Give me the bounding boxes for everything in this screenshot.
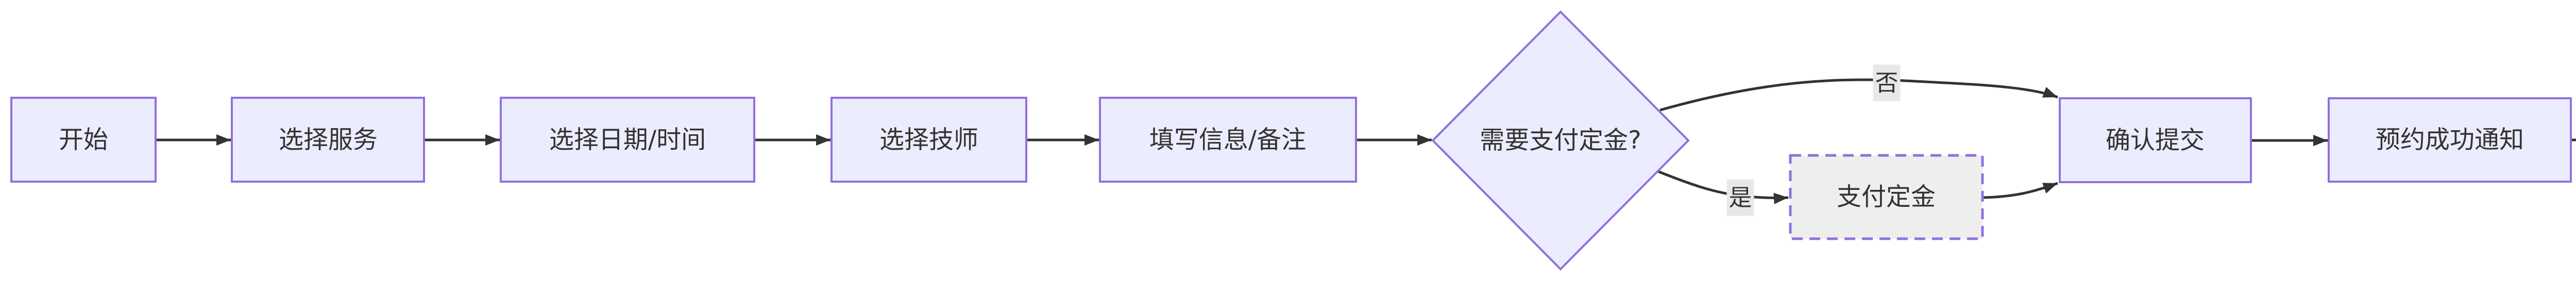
node-pay-deposit-shape — [1789, 154, 1984, 240]
node-select-technician-shape — [831, 97, 1027, 183]
edge-no-to-confirm-submit — [1659, 78, 2058, 112]
node-need-deposit: 需要支付定金? — [1480, 126, 1641, 155]
node-fill-info-shape — [1099, 97, 1357, 183]
node-start-shape — [10, 97, 157, 183]
node-select-service-shape — [231, 97, 425, 183]
node-need-deposit-shape — [1431, 10, 1690, 271]
node-booking-success-shape — [2328, 97, 2572, 183]
node-confirm-submit: 确认提交 — [2105, 126, 2205, 155]
node-confirm-submit-shape — [2059, 97, 2252, 183]
edge-pay-deposit-to-confirm-submit — [1982, 182, 2058, 199]
node-pay-deposit: 支付定金 — [1836, 182, 1936, 211]
edge-label-yes: 是 — [1726, 179, 1754, 216]
node-select-technician: 选择技师 — [879, 125, 979, 154]
node-layer — [10, 10, 2572, 271]
node-select-datetime-shape — [500, 97, 755, 183]
node-fill-info: 填写信息/备注 — [1149, 125, 1307, 154]
node-select-datetime: 选择日期/时间 — [549, 125, 706, 154]
node-booking-success: 预约成功通知 — [2375, 125, 2524, 154]
edge-yes-to-pay-deposit — [1657, 170, 1789, 204]
node-start: 开始 — [58, 125, 109, 154]
node-select-service: 选择服务 — [278, 125, 378, 154]
edge-label-no: 否 — [1873, 64, 1901, 101]
